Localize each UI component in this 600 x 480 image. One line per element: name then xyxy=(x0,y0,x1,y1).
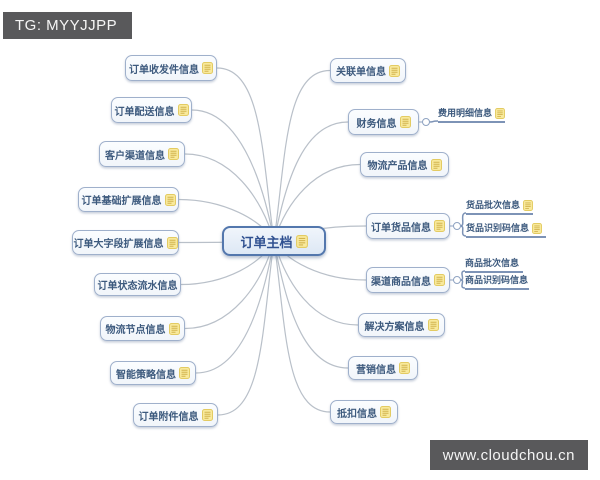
branch-curve xyxy=(217,240,275,416)
mindmap-node-right-2[interactable]: 物流产品信息 xyxy=(360,152,449,177)
node-label: 订单状态流水信息 xyxy=(97,281,178,292)
node-label: 智能策略信息 xyxy=(116,369,176,381)
mindmap-node-right-7[interactable]: 抵扣信息 xyxy=(330,400,398,424)
collapse-toggle[interactable] xyxy=(453,276,461,284)
node-label: 物流节点信息 xyxy=(105,325,166,336)
note-icon xyxy=(164,193,176,206)
mindmap-node-left-2[interactable]: 客户渠道信息 xyxy=(99,141,185,167)
node-label: 财务信息 xyxy=(356,118,397,130)
subnode-label: 商品识别码信息 xyxy=(465,275,529,285)
node-label: 解决方案信息 xyxy=(364,321,425,333)
branch-curve xyxy=(429,120,439,123)
node-label: 关联单信息 xyxy=(336,67,386,78)
note-icon xyxy=(427,319,439,331)
mindmap-node-right-6[interactable]: 营销信息 xyxy=(348,356,418,380)
node-label: 渠道商品信息 xyxy=(371,276,431,288)
collapse-toggle[interactable] xyxy=(453,222,461,230)
mindmap-node-right-1[interactable]: 财务信息 xyxy=(348,109,419,135)
node-label: 订单货品信息 xyxy=(371,222,431,234)
mindmap-node-left-3[interactable]: 订单基础扩展信息 xyxy=(78,187,179,212)
branch-curve xyxy=(273,69,331,242)
node-label: 客户渠道信息 xyxy=(105,150,165,162)
branch-curve xyxy=(195,240,275,374)
node-label: 订单主档 xyxy=(240,234,293,250)
mindmap-subnode-right-4-1[interactable]: 商品识别码信息 xyxy=(465,274,529,290)
mindmap-node-left-7[interactable]: 智能策略信息 xyxy=(110,361,196,385)
mindmap-node-left-4[interactable]: 订单大字段扩展信息 xyxy=(72,230,179,255)
node-label: 订单大字段扩展信息 xyxy=(73,239,164,250)
node-label: 物流产品信息 xyxy=(367,161,428,172)
note-icon xyxy=(495,108,505,119)
note-icon xyxy=(532,223,543,234)
mindmap-node-left-8[interactable]: 订单附件信息 xyxy=(133,403,218,427)
branch-curve xyxy=(191,109,275,242)
mindmap-node-left-0[interactable]: 订单收发件信息 xyxy=(125,55,217,81)
mindmap-node-right-4[interactable]: 渠道商品信息 xyxy=(366,267,450,293)
branch-curve xyxy=(273,240,331,413)
subnode-label: 商品批次信息 xyxy=(465,258,520,268)
note-icon xyxy=(177,104,189,116)
subnode-label: 货品批次信息 xyxy=(466,200,521,210)
note-icon xyxy=(168,322,180,335)
mindmap-node-right-5[interactable]: 解决方案信息 xyxy=(358,313,445,337)
note-icon xyxy=(399,362,410,374)
node-label: 订单附件信息 xyxy=(138,411,199,423)
node-label: 营销信息 xyxy=(356,364,396,376)
mindmap-node-left-1[interactable]: 订单配送信息 xyxy=(111,97,192,123)
note-icon xyxy=(434,220,445,232)
branch-curve xyxy=(184,240,275,330)
node-label: 订单基础扩展信息 xyxy=(81,196,162,207)
branch-curve xyxy=(216,67,275,242)
note-icon xyxy=(166,236,178,249)
branch-curve xyxy=(460,279,466,289)
collapse-toggle[interactable] xyxy=(422,118,430,126)
branch-curve xyxy=(273,240,349,369)
note-icon xyxy=(430,158,442,171)
mindmap-subnode-right-3-1[interactable]: 货品识别码信息 xyxy=(466,222,546,238)
mindmap-node-left-5[interactable]: 订单状态流水信息 xyxy=(94,273,181,296)
branch-curve xyxy=(460,225,467,237)
root-node-order-master[interactable]: 订单主档 xyxy=(222,226,326,256)
note-icon xyxy=(295,234,308,248)
note-icon xyxy=(168,148,179,160)
mindmap-node-right-3[interactable]: 订单货品信息 xyxy=(366,213,450,239)
note-icon xyxy=(434,274,445,286)
mindmap-node-left-6[interactable]: 物流节点信息 xyxy=(100,316,185,341)
node-label: 订单配送信息 xyxy=(114,106,175,118)
mindmap-subnode-right-3-0[interactable]: 货品批次信息 xyxy=(466,199,533,215)
note-icon xyxy=(202,62,213,74)
branch-curve xyxy=(273,121,349,242)
mindmap-node-right-0[interactable]: 关联单信息 xyxy=(330,58,406,83)
mindmap-subnode-right-4-0[interactable]: 商品批次信息 xyxy=(465,257,523,273)
note-icon xyxy=(380,406,391,418)
note-icon xyxy=(399,116,411,128)
subnode-label: 费用明细信息 xyxy=(438,108,493,118)
mindmap-subnode-right-1-0[interactable]: 费用明细信息 xyxy=(438,107,505,123)
node-label: 订单收发件信息 xyxy=(129,64,199,76)
note-icon xyxy=(201,409,213,421)
watermark-badge: www.cloudchou.cn xyxy=(429,440,588,470)
subnode-label: 货品识别码信息 xyxy=(466,223,530,233)
node-label: 抵扣信息 xyxy=(337,408,377,420)
note-icon xyxy=(389,64,400,77)
tg-badge: TG: MYYJJPP xyxy=(3,12,133,39)
note-icon xyxy=(523,200,533,211)
note-icon xyxy=(179,367,190,379)
